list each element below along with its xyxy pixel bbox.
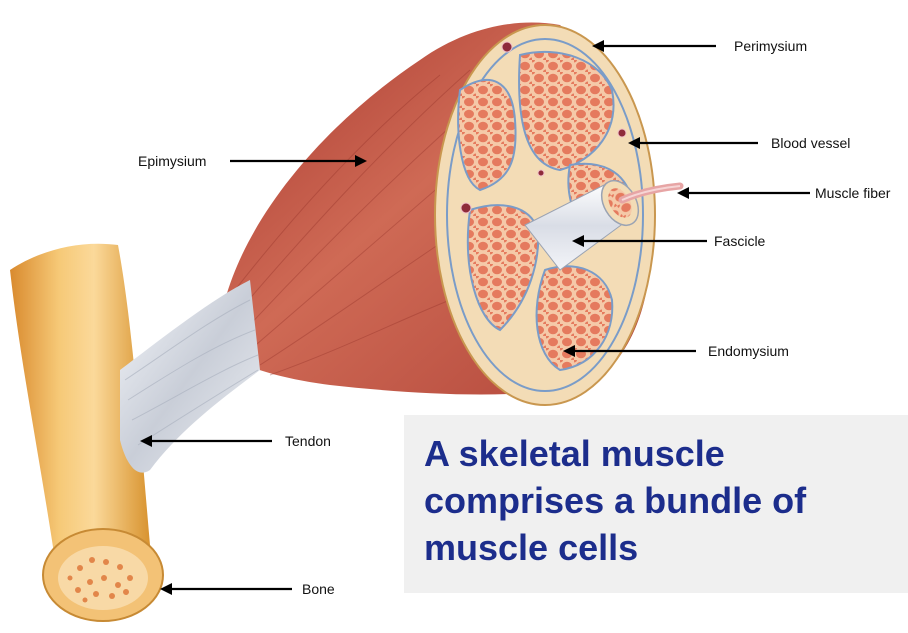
label-muscle-fiber: Muscle fiber [815, 185, 891, 201]
label-tendon: Tendon [285, 433, 331, 449]
label-fascicle: Fascicle [714, 233, 766, 249]
label-endomysium: Endomysium [708, 343, 789, 359]
label-perimysium: Perimysium [734, 38, 807, 54]
tendon-illustration [120, 280, 260, 473]
muscle-cross-section [435, 25, 680, 405]
label-epimysium: Epimysium [138, 153, 206, 169]
caption-text: A skeletal muscle comprises a bundle of … [424, 430, 904, 571]
label-blood-vessel: Blood vessel [771, 135, 850, 151]
label-bone: Bone [302, 581, 335, 597]
